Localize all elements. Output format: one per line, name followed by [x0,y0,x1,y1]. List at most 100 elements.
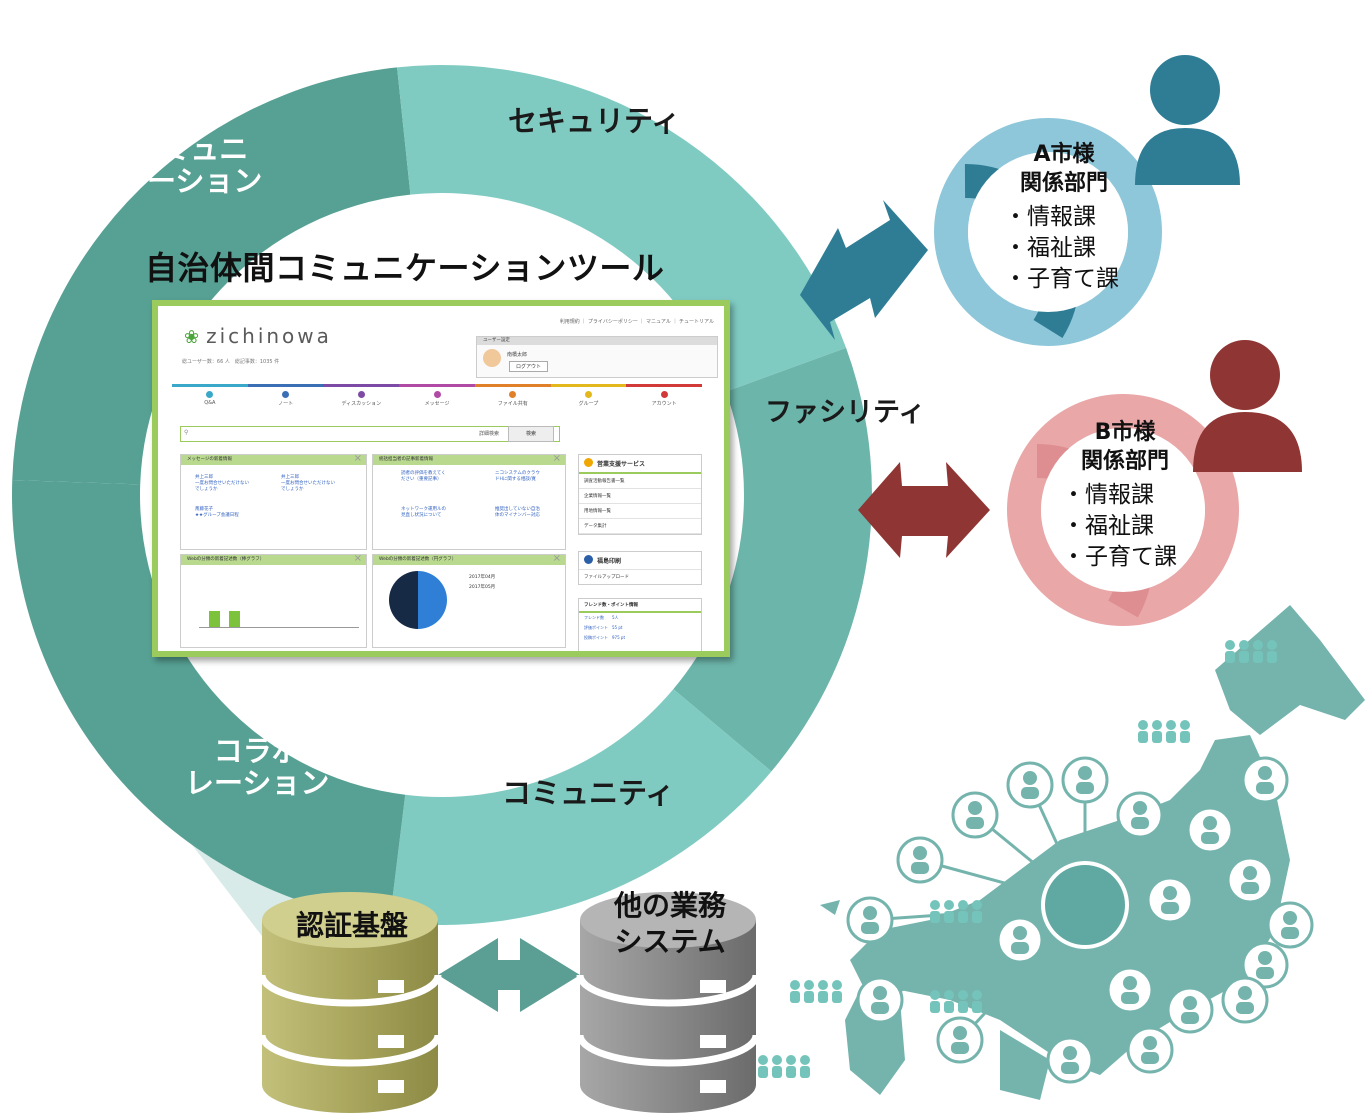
person-head [863,906,877,920]
center-title: 自治体間コミュニケーションツール [145,249,665,287]
message-item[interactable]: 斎藤花子 ★★グループ会議日程 [195,507,239,518]
group-person-body [958,1001,968,1013]
person-head [873,986,887,1000]
close-icon[interactable]: × [552,453,561,464]
account-icon [660,391,668,398]
user-panel: ユーザー設定 南橋太郎 ログアウト [476,336,718,378]
user-panel-tabs[interactable]: ユーザー設定 [477,337,717,345]
person-body [861,922,879,934]
friend-points-item[interactable]: フレンド数 5人 [584,615,619,620]
posts-box: 統括担当者の記事新着情報 × 読者の評価を教えてく ださい（重要記事） ニコシス… [372,453,566,550]
advanced-search-link[interactable]: 詳細検索 [478,431,499,437]
ring-label-communication: コミュニ ケーション [118,132,263,199]
note-icon [282,391,290,398]
person-head [1078,766,1092,780]
sales-support-item[interactable]: 企業情報一覧 [579,489,701,504]
top-nav[interactable]: 利用規約 ｜ プライバシーポリシー ｜ マニュアル ｜ チュートリアル [559,319,714,325]
chart-bar [209,611,220,627]
person-head [953,1026,967,1040]
group-person-icon [772,1055,782,1065]
sales-support-item[interactable]: データ集計 [579,519,701,534]
ring-label-community: コミュニティ [502,776,675,810]
arrow-b [858,462,990,558]
tab-discussion[interactable]: ディスカッション [323,384,400,410]
tab-label: グループ [578,401,599,407]
post-item[interactable]: 推奨出していない自治 体のマイナンバー対応 [495,507,540,518]
person-body [1241,882,1259,894]
org-b-item: 子育て課 [1062,542,1188,573]
post-item[interactable]: ニコシステムのクラウ ドHに関する相談/寛 [495,471,540,482]
other-db-label: 他の業務 システム [613,889,726,958]
group-person-icon [930,900,940,910]
logout-button[interactable]: ログアウト [509,361,549,372]
group-person-icon [958,900,968,910]
friend-points-title: フレンド数・ポイント情報 [579,599,701,613]
org-a-text: A市様 関係部門 情報課 福祉課 子育て課 [1004,140,1124,295]
person-head [1013,926,1027,940]
search-button[interactable]: 検索 [508,426,554,442]
other-db-icon [576,892,760,1113]
person-body [911,862,929,874]
close-icon[interactable]: × [353,553,362,564]
group-person-body [972,1001,982,1013]
tab-note[interactable]: ノート [247,384,324,410]
ring-label-security: セキュリティ [508,104,681,138]
person-body [1061,1062,1079,1074]
search-input[interactable]: ⚲ 詳細検索 [180,426,560,442]
person-head [1163,886,1177,900]
message-icon [433,391,441,398]
chart-bar [229,611,240,627]
tab-label: ノート [278,401,294,407]
ring-segment-communication [12,67,411,485]
group-person-body [930,911,940,923]
person-head [1283,911,1297,925]
group-person-body [944,1001,954,1013]
post-item[interactable]: 読者の評価を教えてく ださい（重要記事） [401,471,446,482]
group-person-body [930,1001,940,1013]
org-b-item: 福祉課 [1062,511,1188,542]
discussion-icon [357,391,365,398]
group-person-icon [972,900,982,910]
group-person-icon [1225,640,1235,650]
group-person-body [1239,651,1249,663]
message-item[interactable]: 井上三郎 一度お問合せいただけない でしょうか [195,475,249,492]
group-person-body [800,1066,810,1078]
tab-account[interactable]: アカウント [626,384,703,410]
group-person-icon [800,1055,810,1065]
group-person-body [758,1066,768,1078]
group-person-icon [1180,720,1190,730]
auth-db-icon [258,892,442,1113]
sales-support-item[interactable]: 用地情報一覧 [579,504,701,519]
group-person-body [972,911,982,923]
message-item[interactable]: 井上三郎 一度お問合せいただけない でしょうか [281,475,335,492]
friend-points-item[interactable]: 評価ポイント 55 pt [584,625,623,630]
group-person-icon [1267,640,1277,650]
org-b-text: B市様 関係部門 情報課 福祉課 子育て課 [1062,418,1188,573]
logo-text: zichinowa [206,324,332,348]
tab-group[interactable]: グループ [550,384,627,410]
pie-chart-title: Webの分類の新着記述数（円グラフ） [373,555,565,565]
friend-points-item[interactable]: 投稿ポイント 975 pt [584,635,626,640]
tab-files[interactable]: ファイル共有 [474,384,551,410]
close-icon[interactable]: × [353,453,362,464]
person-body [1281,927,1299,939]
app-logo: ❀zichinowa [184,324,332,348]
group-person-icon [972,990,982,1000]
tab-qa[interactable]: Q&A [172,384,248,410]
group-person-body [1225,651,1235,663]
post-item[interactable]: ネットワーク運用ルの 見直し状況について [401,507,446,518]
sales-support-title: 営業支援サービス [579,455,701,474]
group-person-body [786,1066,796,1078]
close-icon[interactable]: × [552,553,561,564]
person-head [1023,771,1037,785]
group-icon [584,391,592,398]
group-person-body [944,911,954,923]
messages-box: メッセージの新着情報 × 井上三郎 一度お問合せいただけない でしょうか 井上三… [180,453,367,550]
group-person-body [804,991,814,1003]
tab-message[interactable]: メッセージ [399,384,475,410]
org-a-item: 子育て課 [1004,264,1124,295]
sales-support-item[interactable]: 調査活動報告書一覧 [579,474,701,489]
group-person-body [772,1066,782,1078]
file-upload-link[interactable]: ファイルアップロード [579,569,701,584]
sales-support-label: 営業支援サービス [597,461,646,468]
